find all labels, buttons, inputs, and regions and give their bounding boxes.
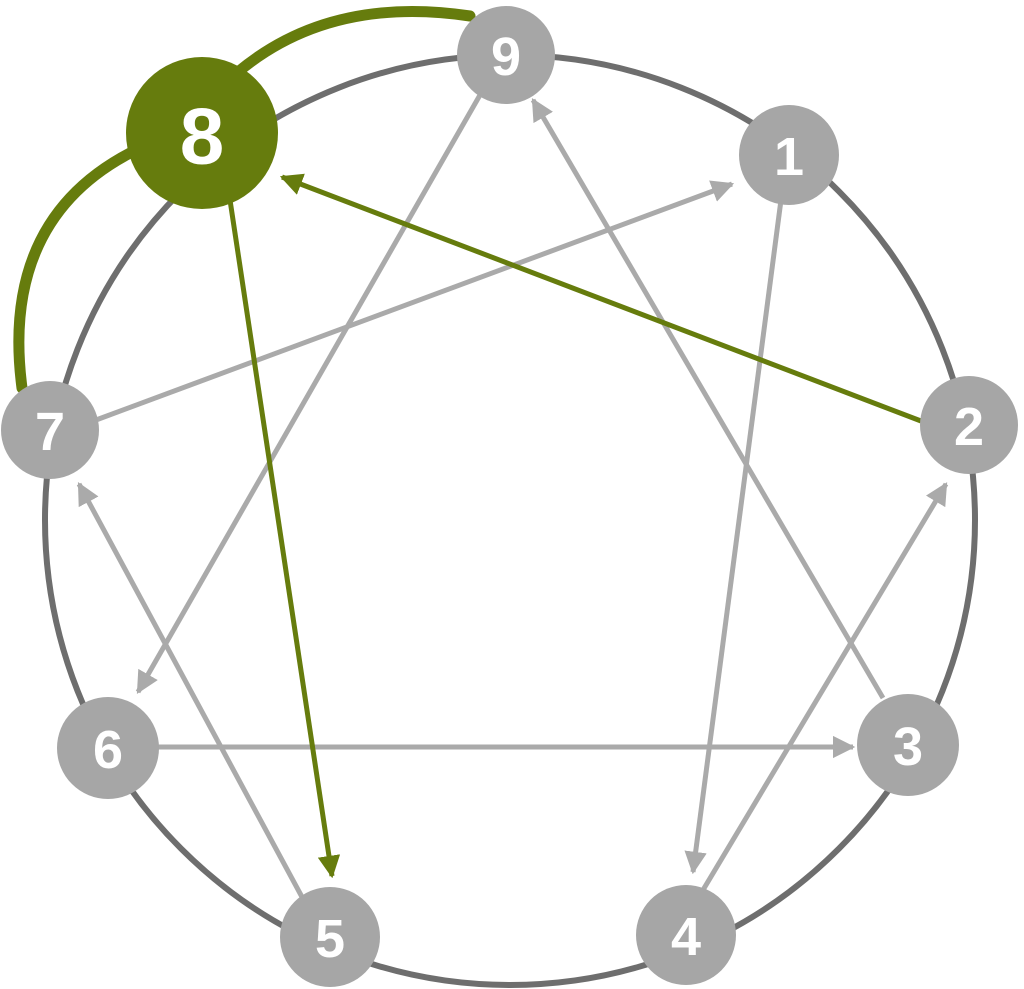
svg-text:4: 4: [671, 907, 701, 967]
node-1[interactable]: 1: [739, 105, 839, 205]
node-5[interactable]: 5: [280, 887, 380, 987]
edge-4-2: [700, 482, 949, 892]
edge-3-9: [530, 98, 886, 700]
node-9[interactable]: 9: [457, 6, 555, 104]
node-2[interactable]: 2: [920, 376, 1018, 474]
node-3[interactable]: 3: [857, 694, 959, 796]
edge-2-8: [279, 173, 922, 424]
node-7[interactable]: 7: [1, 381, 99, 479]
svg-text:7: 7: [35, 402, 65, 462]
edge-9-6: [135, 93, 483, 694]
svg-text:6: 6: [93, 720, 123, 780]
svg-text:8: 8: [180, 92, 225, 181]
svg-text:5: 5: [315, 909, 345, 969]
svg-text:9: 9: [491, 27, 521, 87]
node-8[interactable]: 8: [126, 57, 278, 209]
svg-text:1: 1: [774, 127, 804, 187]
svg-text:3: 3: [893, 717, 923, 777]
edge-8-5: [227, 199, 341, 879]
wing-arc-8-7: [13, 146, 138, 394]
svg-text:2: 2: [954, 397, 984, 457]
wing-arc-8-9: [232, 6, 476, 78]
edge-7-1: [95, 180, 735, 423]
edge-5-7: [76, 482, 305, 899]
edge-1-4: [684, 199, 784, 875]
node-6[interactable]: 6: [57, 697, 159, 799]
node-4[interactable]: 4: [636, 885, 736, 985]
